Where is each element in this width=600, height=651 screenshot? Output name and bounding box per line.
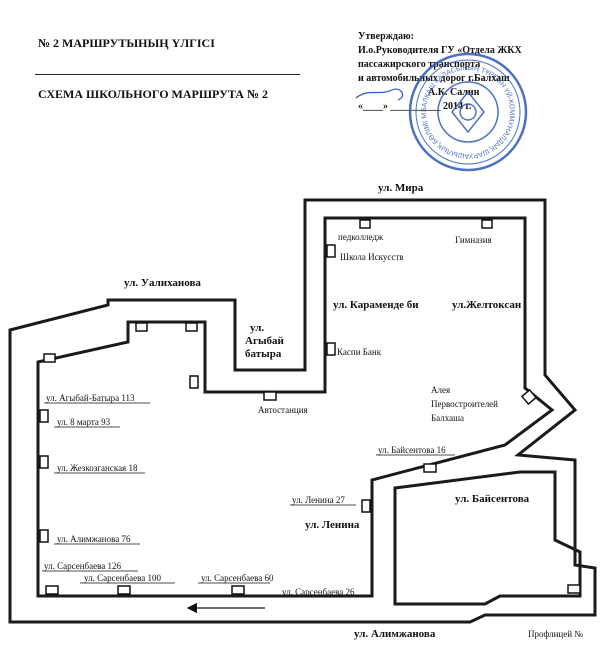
signature: [355, 88, 404, 101]
street-ualikhanova: ул. Уалиханова: [124, 277, 201, 289]
stop-marker-zhezkazgan: [39, 455, 49, 469]
label-underlines: [42, 402, 455, 598]
label-zhezkazgan: ул. Жезкозганская 18: [57, 463, 138, 473]
label-pedkolledzh: педколледж: [338, 232, 384, 242]
label-alimzhanova76: ул. Алимжанова 76: [57, 534, 131, 544]
stop-marker-ualikhanova-2: [185, 322, 198, 332]
stop-marker-sarsenbaeva60: [231, 585, 245, 595]
stop-marker-sarsenbaeva26: [567, 584, 581, 594]
label-shkola-iskusstv: Школа Искусств: [340, 252, 404, 262]
approval-line-4: и автомобильных дорог г.Балхаш: [358, 73, 510, 84]
stamp-ring-text: БАЛҚАШ ҚАЛАСЫНЫҢ ТҰРҒЫН ҮЙ-КОММУНАЛДЫҚ Ш…: [0, 0, 515, 159]
stop-marker-ualikhanova-1: [135, 322, 148, 332]
label-sarsenbaeva26: ул. Сарсенбаева 26: [282, 587, 355, 597]
approval-line-2: И.о.Руководителя ГУ «Отдела ЖКХ: [358, 45, 522, 56]
stop-marker-pedkolledzh: [359, 219, 371, 229]
label-aleya-1: Алея: [431, 385, 450, 395]
street-agybay-1: ул.: [250, 322, 264, 334]
approval-block: Утверждаю: И.о.Руководителя ГУ «Отдела Ж…: [358, 30, 594, 114]
title-ru: СХЕМА ШКОЛЬНОГО МАРШРУТА № 2: [38, 87, 269, 101]
stop-marker-sarsenbaeva126: [45, 585, 59, 595]
approval-line-5: А.К. Салин: [428, 87, 480, 98]
street-karamende: ул. Карамендe би: [333, 299, 419, 311]
street-agybay-3: батыра: [245, 348, 282, 360]
road-outline-inner: [36, 216, 555, 598]
road-outline-outer: [8, 198, 597, 624]
stop-marker-march8: [39, 409, 49, 423]
label-avtostanciya: Автостанция: [258, 405, 308, 415]
stop-marker-shkola-iskusstv: [326, 244, 336, 258]
label-sarsenbaeva100: ул. Сарсенбаева 100: [84, 573, 161, 583]
stop-marker-kaspi: [326, 342, 336, 356]
street-agybay-2: Агыбай: [245, 335, 285, 347]
stop-marker-aleya: [520, 388, 538, 406]
label-aleya-3: Балхаша: [431, 413, 464, 423]
street-baysentova: ул. Байсентова: [455, 493, 530, 505]
label-baysentova16: ул. Байсентова 16: [378, 445, 446, 455]
svg-text:БАЛҚАШ ҚАЛАСЫНЫҢ ТҰРҒЫН ҮЙ-КОМ: БАЛҚАШ ҚАЛАСЫНЫҢ ТҰРҒЫН ҮЙ-КОММУНАЛДЫҚ Ш…: [0, 0, 515, 159]
stop-marker-alimzhanova76: [39, 529, 49, 543]
street-zheltoksan: ул.Желтоксан: [452, 299, 522, 311]
label-lenina27: ул. Ленина 27: [292, 495, 345, 505]
label-gimnaziya: Гимназия: [455, 235, 492, 245]
bus-stops: [39, 219, 581, 595]
label-kaspi: Каспи Банк: [337, 347, 382, 357]
header-divider: [35, 74, 300, 75]
label-sarsenbaeva60: ул. Сарсенбаева 60: [201, 573, 274, 583]
label-aleya-2: Первостроителей: [431, 399, 498, 409]
approval-line-3: пассажирского транспорта: [358, 59, 481, 70]
approval-date: «____» __________ 2014 г.: [358, 101, 472, 112]
official-stamp: БАЛҚАШ ҚАЛАСЫНЫҢ ТҰРҒЫН ҮЙ-КОММУНАЛДЫҚ Ш…: [0, 0, 528, 172]
road-outline-inner-se: [393, 470, 582, 606]
stop-marker-agybay-113: [43, 353, 56, 363]
stop-marker-agybay-turn: [189, 375, 199, 389]
street-mira: ул. Мира: [378, 182, 424, 194]
stop-marker-baysentova16: [423, 463, 437, 473]
label-sarsenbaeva126: ул. Сарсенбаева 126: [44, 561, 121, 571]
label-march8: ул. 8 марта 93: [57, 417, 111, 427]
footer-note: Профлицей №: [528, 629, 583, 639]
approval-line-1: Утверждаю:: [358, 31, 414, 42]
stop-marker-avtostanciya: [263, 391, 277, 401]
label-agybay-113: ул. Агыбай-Батыра 113: [46, 393, 135, 403]
stop-marker-gimnaziya: [481, 219, 493, 229]
stop-marker-sarsenbaeva100: [117, 585, 131, 595]
street-alimzhanova: ул. Алимжанова: [354, 628, 436, 640]
street-lenina: ул. Ленина: [305, 519, 360, 531]
title-kz: № 2 МАРШРУТЫНЫҢ ҮЛГІСІ: [38, 36, 215, 50]
stop-marker-lenina27: [361, 499, 371, 513]
